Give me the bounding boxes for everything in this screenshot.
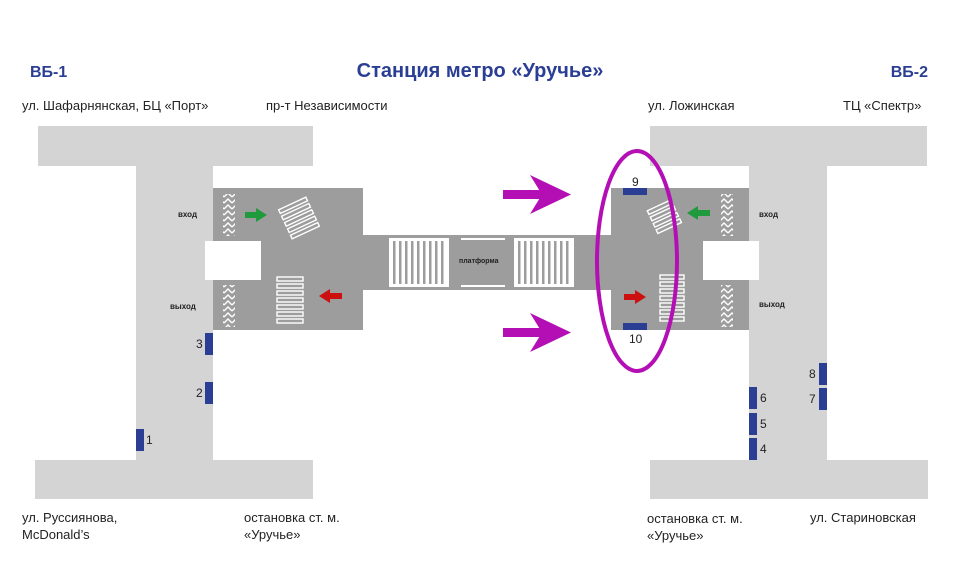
exit-gate-7 [819, 388, 827, 410]
stairs-entrance-1 [223, 194, 235, 236]
exit-number-5: 5 [760, 417, 767, 431]
exit-number-10: 10 [629, 332, 643, 346]
street-label-vb1-top-left: ул. Шафарнянская, БЦ «Порт» [22, 98, 209, 113]
vestibule-1 [35, 126, 363, 499]
exit-number-4: 4 [760, 442, 767, 456]
street-label-vb1-bottom-right-1: остановка ст. м. [244, 510, 340, 525]
platform-line-bottom [461, 285, 505, 287]
street-vertical-right [749, 166, 827, 460]
exit-number-2: 2 [196, 386, 203, 400]
stairs-exit-2 [721, 285, 733, 327]
street-label-vb2-top-right: ТЦ «Спектр» [843, 98, 922, 113]
exit-arrow-1 [319, 289, 342, 303]
exit-label-1: выход [170, 302, 196, 311]
exit-number-1: 1 [146, 433, 153, 447]
hall-2-core [611, 188, 703, 330]
exit-arrow-2 [624, 290, 646, 304]
exit-gate-2 [205, 382, 213, 404]
highlight-ellipse [595, 149, 679, 373]
platform-escalator-right [514, 238, 574, 287]
exit-number-9: 9 [632, 175, 639, 189]
exit-gate-10 [623, 323, 647, 330]
street-label-vb1-bottom-right-2: «Уручье» [244, 527, 301, 542]
entrance-arrow-2 [687, 206, 710, 220]
platform-label: платформа [459, 258, 499, 265]
street-label-vb2-bottom-left-2: «Уручье» [647, 528, 704, 543]
exit-gate-6 [749, 387, 757, 409]
escalator-hatch-1a [277, 196, 321, 240]
platform-line-top [461, 238, 505, 240]
street-bottom-left [35, 460, 313, 499]
street-vertical-left [136, 166, 213, 460]
vestibule-2-label: ВБ-2 [890, 64, 928, 81]
exit-gate-9 [623, 188, 647, 195]
exit-label-2: выход [759, 300, 785, 309]
exit-gate-5 [749, 413, 757, 435]
exit-gate-3 [205, 333, 213, 355]
stairs-entrance-2 [721, 194, 733, 236]
hall-2-notch [703, 241, 759, 280]
exit-gate-8 [819, 363, 827, 385]
exit-number-8: 8 [809, 367, 816, 381]
platform-area [363, 235, 613, 290]
page-title: Станция метро «Уручье» [356, 60, 604, 82]
street-top-left [38, 126, 313, 166]
exit-number-7: 7 [809, 392, 816, 406]
platform-escalator-left [389, 238, 449, 287]
street-label-vb2-bottom-right: ул. Стариновская [810, 510, 916, 525]
exit-gate-1 [136, 429, 144, 451]
escalator-hatch-1b [276, 276, 304, 324]
street-label-vb2-bottom-left-1: остановка ст. м. [647, 511, 743, 526]
entrance-label-2: вход [759, 210, 779, 219]
hall-1-notch [205, 241, 261, 280]
street-label-vb1-bottom-left-2: McDonald’s [22, 527, 90, 542]
vestibule-2 [611, 126, 928, 499]
entrance-label-1: вход [178, 210, 198, 219]
street-top-right [650, 126, 927, 166]
stairs-exit-1 [223, 285, 235, 327]
exit-gate-4 [749, 438, 757, 460]
exit-number-3: 3 [196, 337, 203, 351]
pointer-arrow-top-icon [503, 175, 571, 214]
entrance-arrow-1 [245, 208, 267, 222]
street-label-vb1-bottom-left-1: ул. Руссиянова, [22, 510, 118, 525]
street-bottom-right [650, 460, 928, 499]
street-label-vb1-top-right: пр-т Независимости [266, 98, 388, 113]
vestibule-1-label: ВБ-1 [30, 64, 68, 81]
pointer-arrow-bottom-icon [503, 313, 571, 352]
street-label-vb2-top-left: ул. Ложинская [648, 98, 735, 113]
exit-number-6: 6 [760, 391, 767, 405]
